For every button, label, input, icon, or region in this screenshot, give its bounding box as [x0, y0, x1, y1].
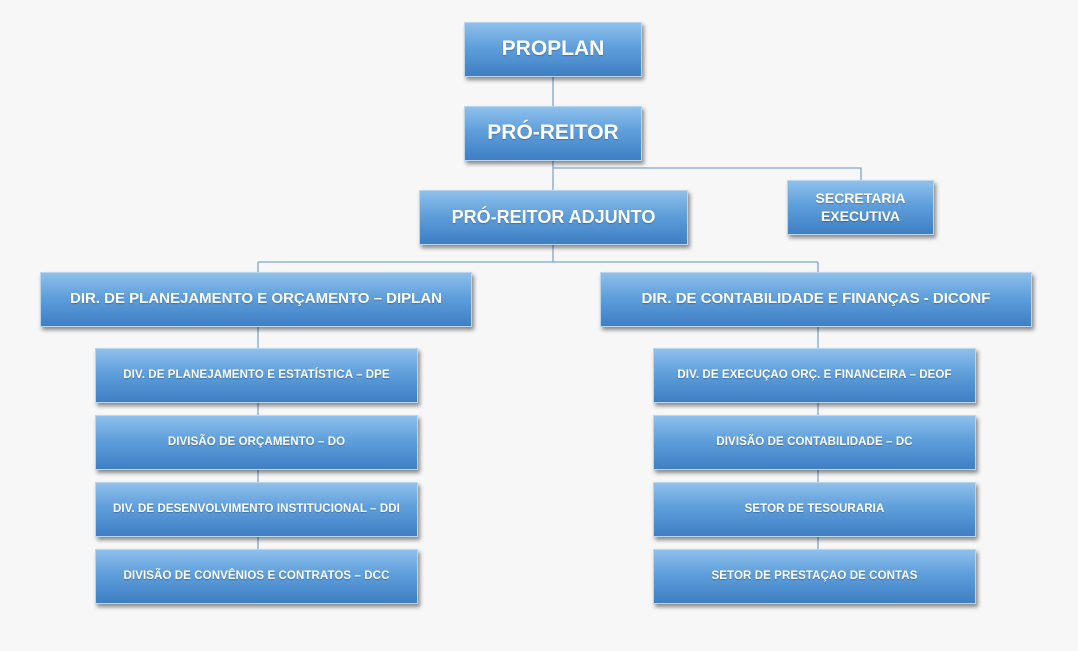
diconf-label: DIR. DE CONTABILIDADE E FINANÇAS - DICON… — [641, 290, 991, 308]
connector-adjunto-directorates — [257, 245, 819, 272]
pro-reitor-label: PRÓ-REITOR — [487, 121, 619, 145]
do-label: DIVISÃO DE ORÇAMENTO – DO — [167, 436, 346, 449]
diplan-label: DIR. DE PLANEJAMENTO E ORÇAMENTO – DIPLA… — [70, 290, 442, 308]
dpe-node: DIV. DE PLANEJAMENTO E ESTATÍSTICA – DPE — [95, 348, 418, 403]
pro-reitor-node: PRÓ-REITOR — [464, 106, 642, 161]
pro-reitor-adjunto-label: PRÓ-REITOR ADJUNTO — [451, 207, 656, 228]
ddi-node: DIV. DE DESENVOLVIMENTO INSTITUCIONAL – … — [95, 482, 418, 537]
dpe-label: DIV. DE PLANEJAMENTO E ESTATÍSTICA – DPE — [123, 369, 390, 382]
proplan-label: PROPLAN — [501, 37, 605, 61]
secretaria-label-line2: EXECUTIVA — [820, 207, 901, 224]
ddi-label: DIV. DE DESENVOLVIMENTO INSTITUCIONAL – … — [113, 503, 400, 516]
tesouraria-node: SETOR DE TESOURARIA — [653, 482, 976, 537]
secretaria-label-line1: SECRETARIA — [815, 190, 906, 206]
diplan-node: DIR. DE PLANEJAMENTO E ORÇAMENTO – DIPLA… — [40, 272, 472, 327]
do-node: DIVISÃO DE ORÇAMENTO – DO — [95, 415, 418, 470]
tesouraria-label: SETOR DE TESOURARIA — [744, 503, 885, 516]
dcc-node: DIVISÃO DE CONVÊNIOS E CONTRATOS – DCC — [95, 549, 418, 604]
diconf-node: DIR. DE CONTABILIDADE E FINANÇAS - DICON… — [600, 272, 1032, 327]
prestacao-contas-label: SETOR DE PRESTAÇAO DE CONTAS — [711, 570, 918, 583]
pro-reitor-adjunto-node: PRÓ-REITOR ADJUNTO — [419, 190, 688, 245]
deof-node: DIV. DE EXECUÇAO ORÇ. E FINANCEIRA – DEO… — [653, 348, 976, 403]
dcc-label: DIVISÃO DE CONVÊNIOS E CONTRATOS – DCC — [123, 570, 390, 583]
deof-label: DIV. DE EXECUÇAO ORÇ. E FINANCEIRA – DEO… — [677, 369, 952, 382]
dc-node: DIVISÃO DE CONTABILIDADE – DC — [653, 415, 976, 470]
connector-proreitor-secretaria — [553, 167, 862, 180]
proplan-node: PROPLAN — [464, 22, 642, 77]
secretaria-executiva-node: SECRETARIA EXECUTIVA — [787, 180, 934, 235]
dc-label: DIVISÃO DE CONTABILIDADE – DC — [716, 436, 913, 449]
prestacao-contas-node: SETOR DE PRESTAÇAO DE CONTAS — [653, 549, 976, 604]
